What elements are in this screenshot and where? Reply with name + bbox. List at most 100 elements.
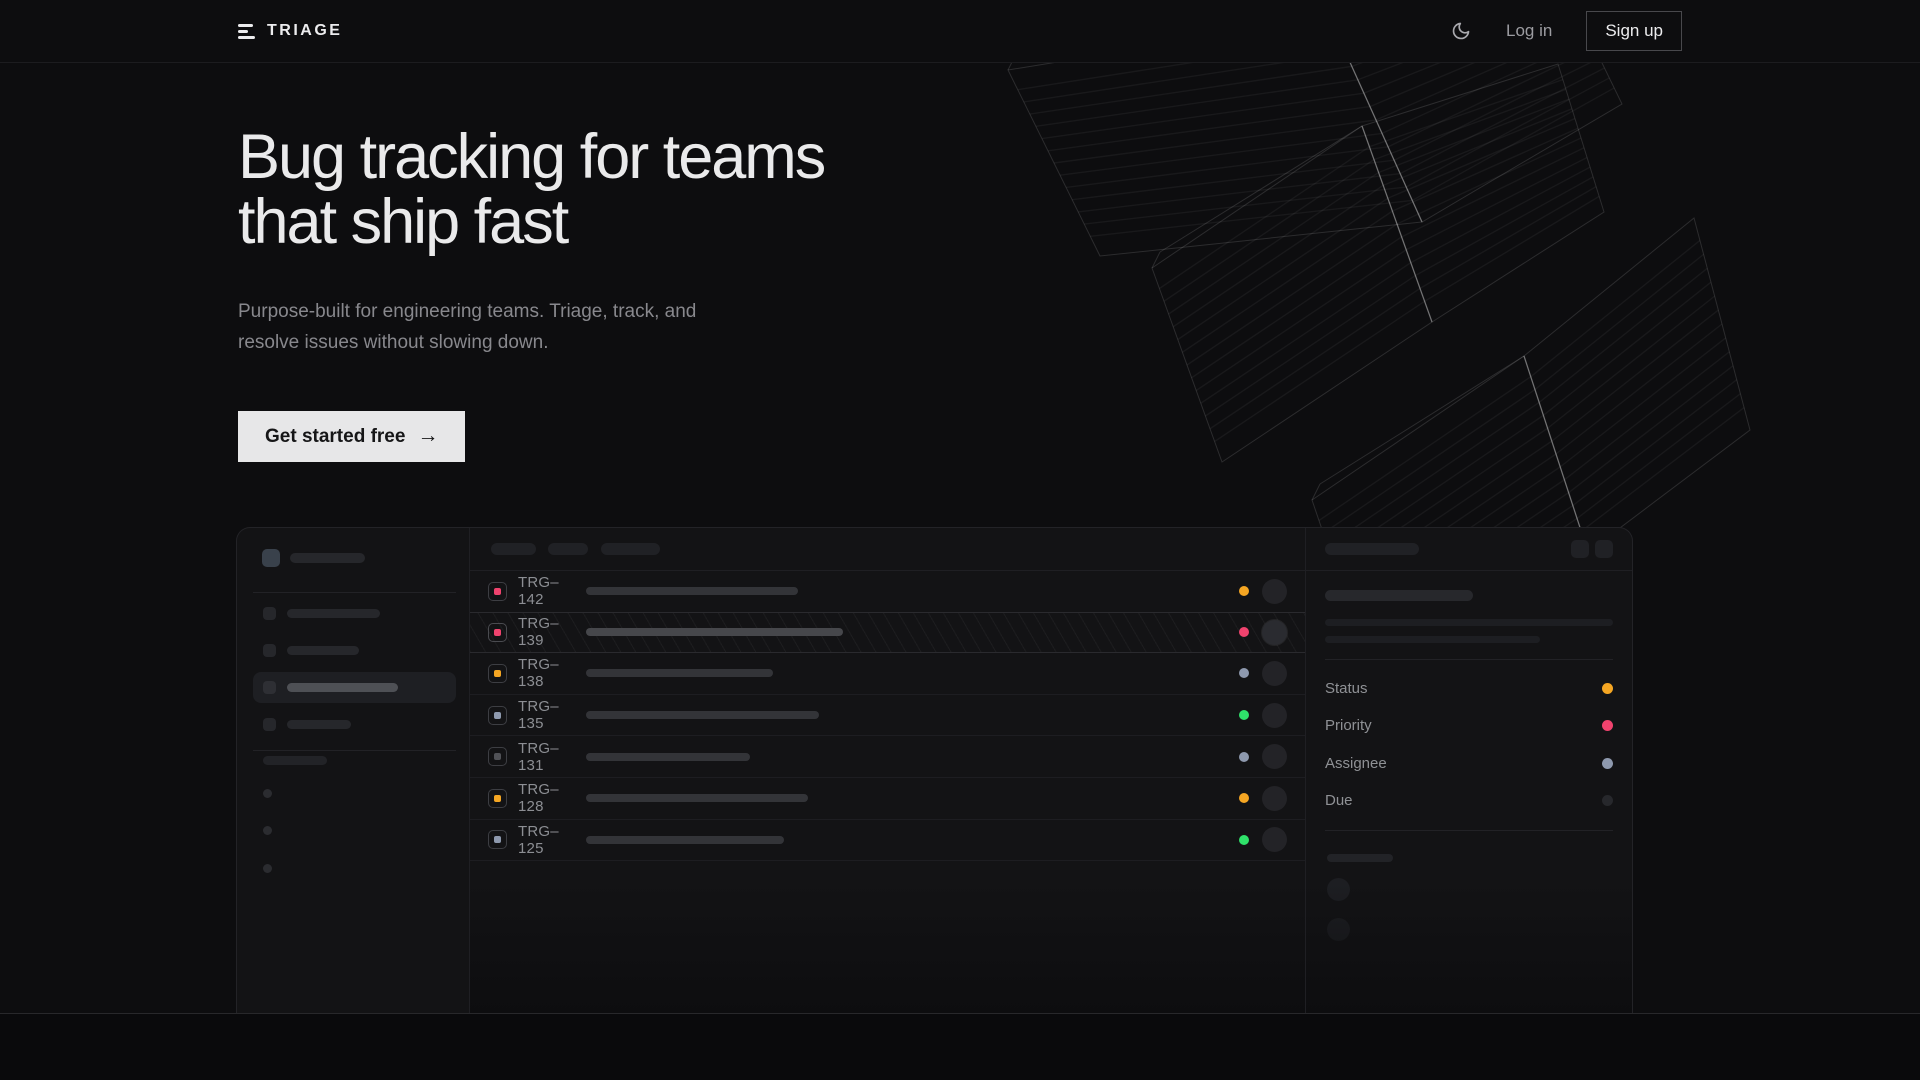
list-tab-placeholder[interactable]: [548, 543, 588, 555]
workspace-avatar: [262, 549, 280, 567]
triage-bars-icon: [238, 23, 255, 39]
detail-header: [1306, 528, 1632, 571]
field-value-dot: [1602, 682, 1613, 694]
detail-action-button[interactable]: [1595, 540, 1613, 558]
issue-row[interactable]: TRG–138: [470, 653, 1305, 695]
issue-row[interactable]: TRG–128: [470, 778, 1305, 820]
next-section-band: [0, 1013, 1920, 1080]
detail-field-row[interactable]: Status: [1325, 679, 1613, 697]
assignee-avatar: [1262, 744, 1287, 770]
sidebar-nav-item-4[interactable]: [253, 709, 456, 740]
issue-id: TRG–139: [518, 615, 559, 650]
assignee-avatar: [1262, 827, 1287, 853]
status-dot: [1239, 627, 1249, 638]
mockup-workspace-switcher[interactable]: [262, 549, 365, 567]
detail-title-placeholder: [1325, 590, 1473, 601]
issue-type-icon: [488, 622, 507, 642]
assignee-avatar: [1262, 660, 1287, 686]
status-dot: [1239, 668, 1249, 679]
list-tab-placeholder[interactable]: [491, 543, 536, 555]
issue-id: TRG–131: [518, 739, 559, 774]
get-started-button[interactable]: Get started free →: [238, 411, 466, 463]
field-label: Due: [1325, 792, 1353, 809]
sidebar-section-placeholder: [263, 756, 327, 765]
field-value-dot: [1602, 720, 1613, 731]
issue-id: TRG–138: [518, 656, 559, 691]
nav-label-placeholder: [287, 720, 351, 729]
field-label: Assignee: [1325, 754, 1387, 772]
nav-label-placeholder: [287, 646, 359, 655]
get-started-label: Get started free: [265, 425, 406, 447]
nav-icon-placeholder: [263, 681, 276, 694]
sidebar-dot-placeholder: [263, 826, 272, 835]
detail-field-row[interactable]: Due: [1325, 792, 1613, 810]
issue-title-placeholder: [586, 752, 750, 761]
list-tab-placeholder[interactable]: [601, 543, 660, 555]
field-label: Priority: [1325, 717, 1372, 734]
issue-title-placeholder: [586, 835, 784, 844]
issue-row[interactable]: TRG–142: [470, 571, 1305, 613]
issue-title-placeholder: [586, 587, 798, 596]
page-title-line2: that ship fast: [238, 186, 569, 257]
issue-title-placeholder: [586, 628, 843, 637]
sidebar-nav-item-3-active[interactable]: [253, 672, 456, 703]
hero-subtitle: Purpose-built for engineering teams. Tri…: [238, 297, 824, 359]
issue-type-icon: [488, 830, 507, 850]
header-actions: Log in Sign up: [1450, 11, 1682, 51]
site-header: TRIAGE Log in Sign up: [0, 0, 1920, 63]
detail-breadcrumb-placeholder: [1325, 543, 1419, 555]
brand-logo[interactable]: TRIAGE: [238, 22, 342, 40]
nav-label-placeholder: [287, 609, 380, 618]
divider: [253, 592, 456, 593]
login-link[interactable]: Log in: [1506, 21, 1553, 40]
list-header: [470, 528, 1305, 571]
issue-row[interactable]: TRG–125: [470, 820, 1305, 862]
issue-title-placeholder: [586, 711, 819, 720]
page-title: Bug tracking for teams that ship fast: [238, 122, 826, 257]
product-mockup: TRG–142 TRG–139 TRG–138 TRG–1: [236, 527, 1633, 1013]
issue-rows: TRG–142 TRG–139 TRG–138 TRG–1: [470, 571, 1305, 862]
theme-toggle-button[interactable]: [1450, 20, 1472, 42]
mockup-sidebar: [237, 528, 470, 1013]
comments-section-placeholder: [1327, 854, 1393, 862]
nav-icon-placeholder: [263, 644, 276, 657]
sidebar-nav-item-2[interactable]: [253, 635, 456, 666]
mockup-issue-list: TRG–142 TRG–139 TRG–138 TRG–1: [470, 528, 1306, 1013]
field-value-dot: [1602, 757, 1613, 769]
issue-type-icon: [488, 788, 507, 808]
detail-field-row[interactable]: Priority: [1325, 717, 1613, 735]
issue-row[interactable]: TRG–139: [470, 611, 1305, 654]
status-dot: [1239, 751, 1249, 762]
fade-overlay: [1306, 883, 1632, 1013]
nav-icon-placeholder: [263, 607, 276, 620]
sidebar-dot-placeholder: [263, 789, 272, 798]
sidebar-nav-item-1[interactable]: [253, 598, 456, 629]
issue-row[interactable]: TRG–131: [470, 736, 1305, 778]
issue-type-icon: [488, 747, 507, 767]
status-dot: [1239, 710, 1249, 721]
detail-description-placeholder: [1325, 619, 1613, 626]
detail-action-button[interactable]: [1571, 540, 1589, 558]
divider: [1325, 830, 1613, 831]
fade-overlay: [470, 883, 1305, 1013]
detail-field-row[interactable]: Assignee: [1325, 754, 1613, 772]
field-value-dot: [1602, 795, 1613, 806]
divider: [253, 750, 456, 751]
sidebar-dot-placeholder: [263, 864, 272, 873]
status-dot: [1239, 834, 1249, 845]
nav-label-placeholder: [287, 683, 398, 692]
assignee-avatar: [1262, 785, 1287, 811]
detail-description-placeholder: [1325, 636, 1540, 643]
issue-type-icon: [488, 663, 507, 683]
issue-id: TRG–142: [518, 574, 559, 609]
issue-row[interactable]: TRG–135: [470, 695, 1305, 737]
issue-type-icon: [488, 581, 507, 601]
hero-section: Bug tracking for teams that ship fast Pu…: [238, 63, 826, 463]
mockup-detail-panel: Status Priority Assignee Due: [1306, 528, 1632, 1013]
assignee-avatar: [1262, 578, 1287, 604]
issue-title-placeholder: [586, 669, 773, 678]
status-dot: [1239, 793, 1249, 804]
page-title-line1: Bug tracking for teams: [238, 122, 826, 192]
signup-button[interactable]: Sign up: [1586, 11, 1682, 51]
workspace-name-placeholder: [290, 553, 365, 563]
